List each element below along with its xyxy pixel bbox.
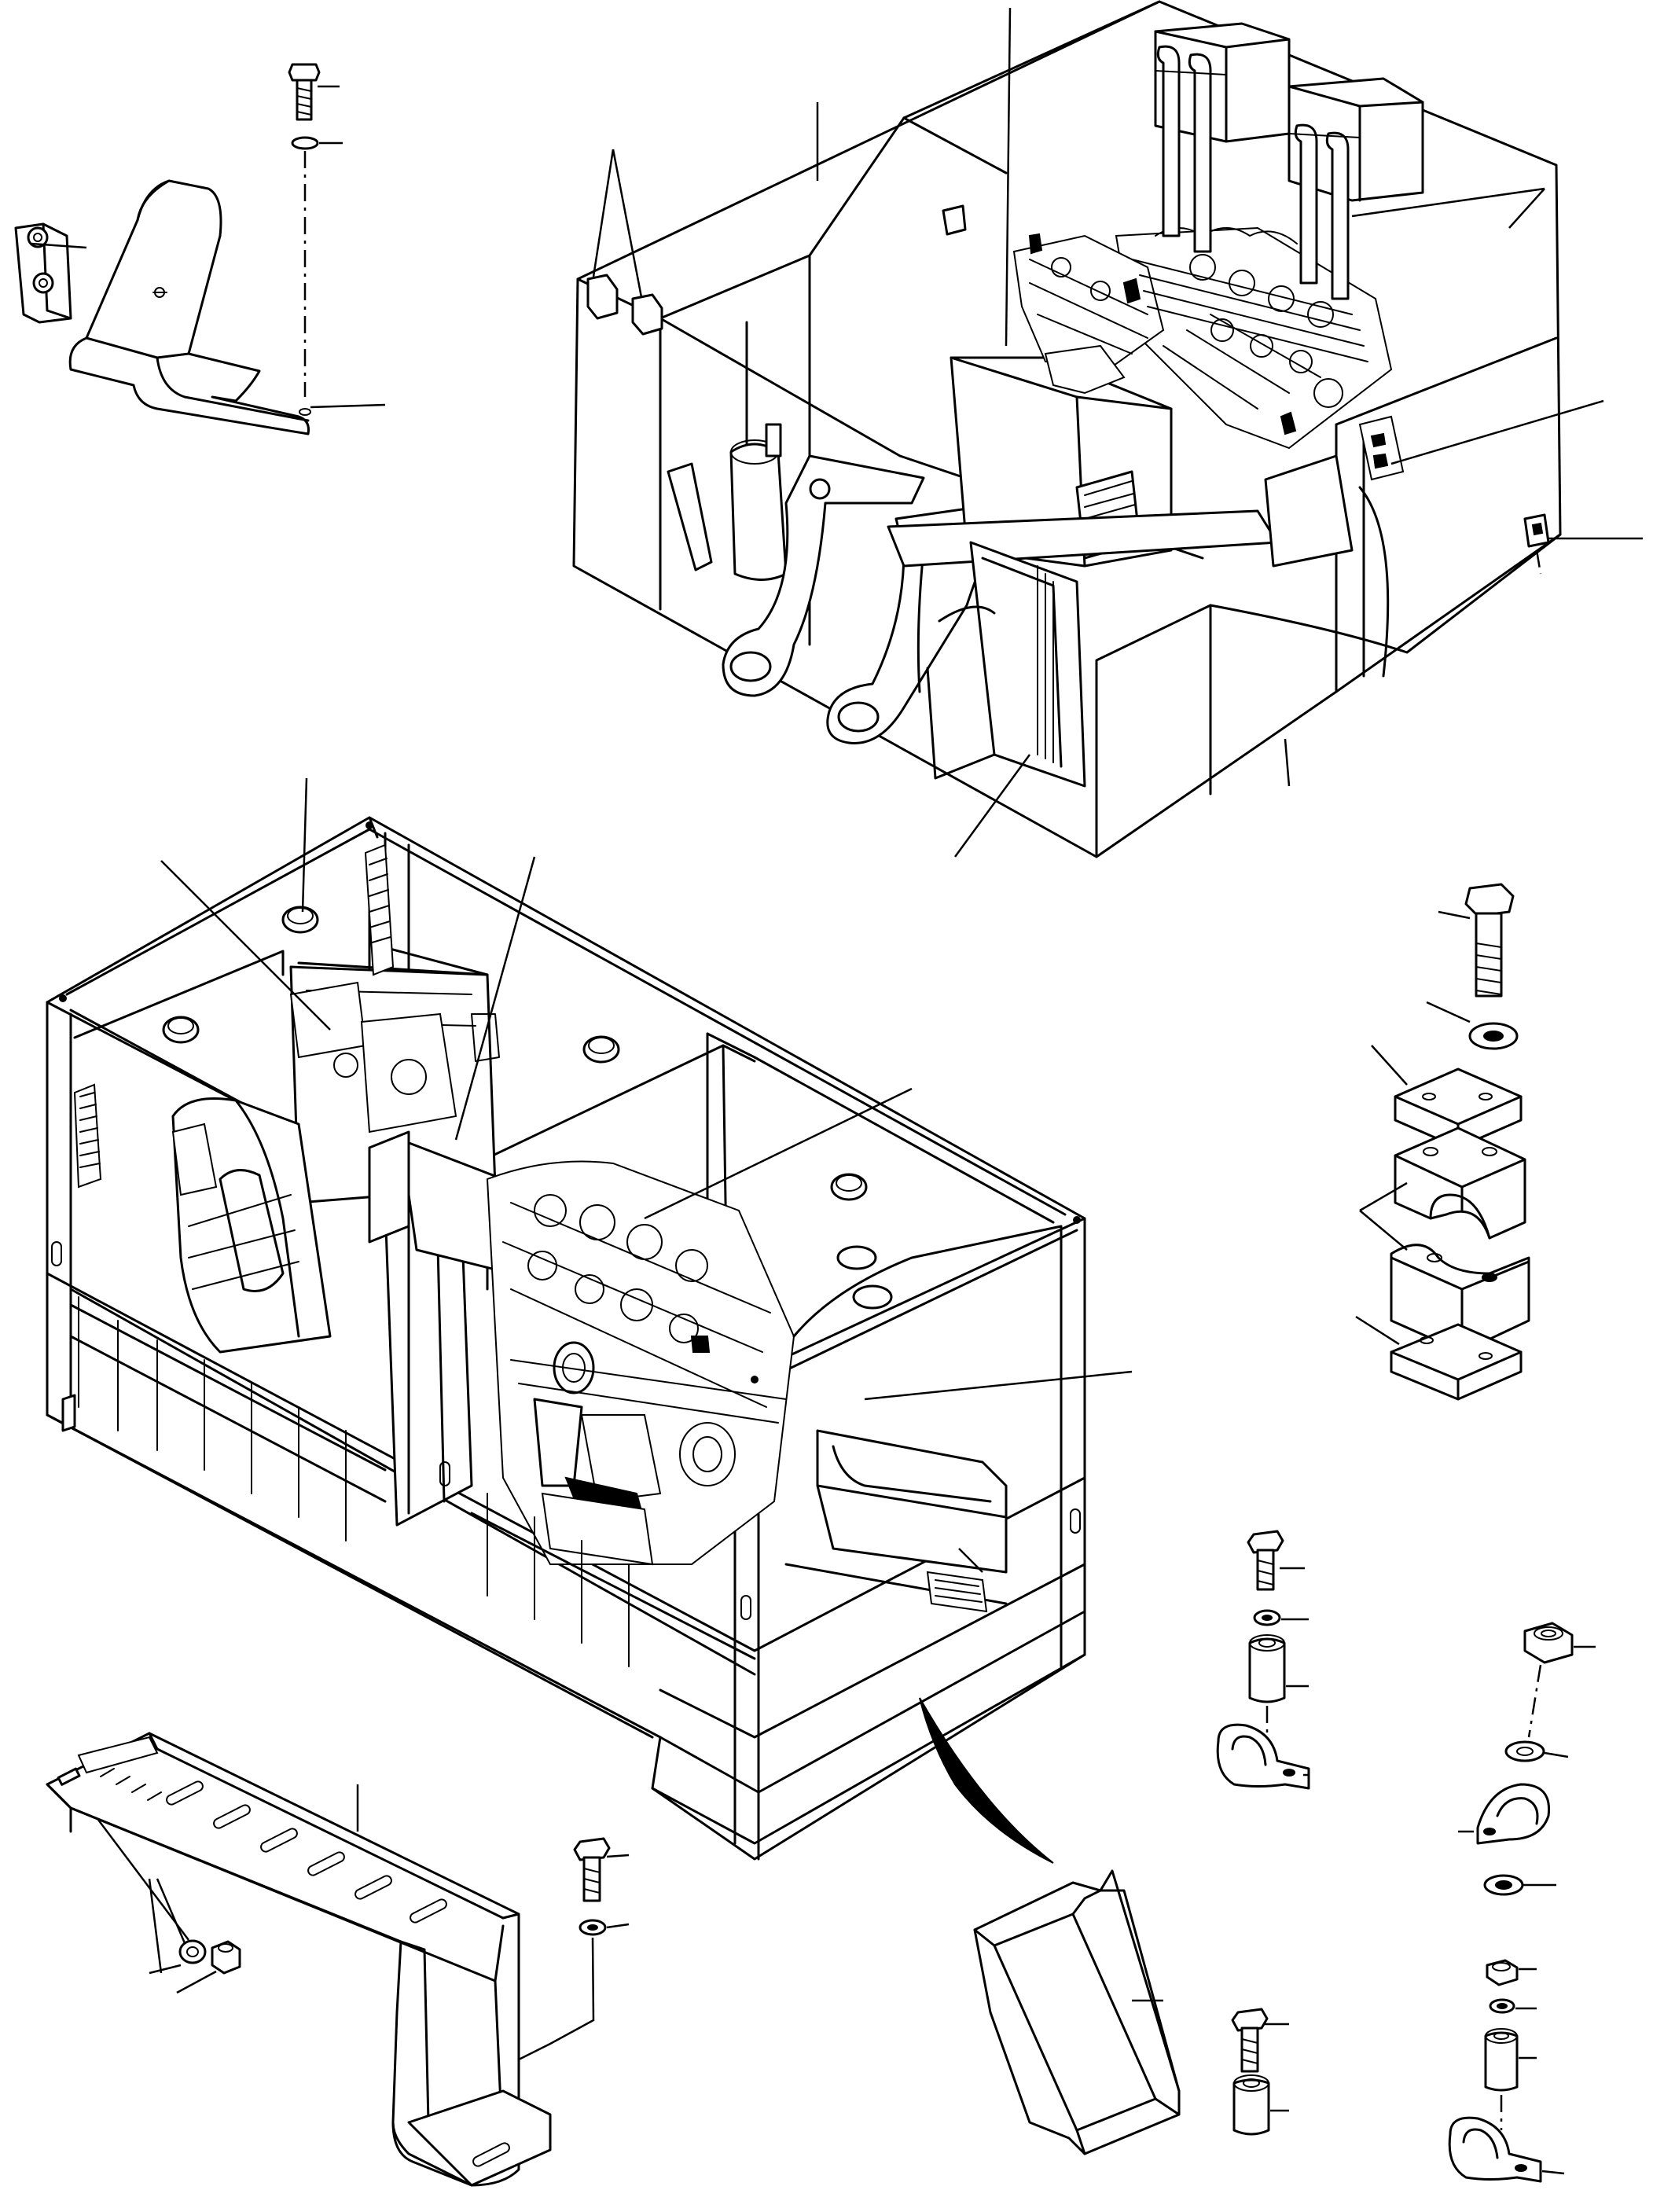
- filler-cap-3: [582, 1035, 620, 1064]
- filler-cap-1: [281, 906, 319, 934]
- hardware-group-d: [1231, 2008, 1289, 2136]
- filler-cap-2: [162, 1016, 200, 1044]
- detail-arrow: [919, 1697, 1054, 1864]
- bolt-top-left: [288, 63, 321, 121]
- filler-cap-4: [830, 1173, 868, 1201]
- clamp-bottom-plate: [1390, 1323, 1523, 1401]
- channel-bracket: [973, 1869, 1181, 2155]
- channel-detail: [919, 1697, 1181, 2155]
- front-grille-panel: [969, 541, 1086, 788]
- clamp-lower-half: [1390, 1244, 1530, 1354]
- mounting-bracket-assembly: [14, 63, 386, 435]
- hardware-group-c: [1448, 1959, 1565, 2183]
- hardware-group-a: [1216, 1530, 1310, 1790]
- hardware-group-b: [1458, 1622, 1596, 1896]
- clamp-top-plate: [1394, 1067, 1523, 1149]
- engine-detail-lines: [1028, 227, 1368, 435]
- exhaust-stacks: [1154, 22, 1424, 300]
- lock-washer: [291, 136, 319, 150]
- machine-housing-assembly: [572, 0, 1643, 858]
- cable-tray-bracket: [46, 1732, 630, 2187]
- generator-unit: [171, 981, 512, 1354]
- clamp-upper-half: [1394, 1126, 1526, 1240]
- cylinder: [729, 443, 788, 581]
- angle-bracket: [68, 179, 310, 435]
- boom-arm-left: [722, 454, 925, 697]
- engine-frame-assembly: [46, 777, 1133, 1861]
- diesel-engine-block: [486, 1160, 795, 1566]
- pipe-clamp-assembly: [1355, 883, 1530, 1401]
- clamp-bolt: [1464, 883, 1515, 998]
